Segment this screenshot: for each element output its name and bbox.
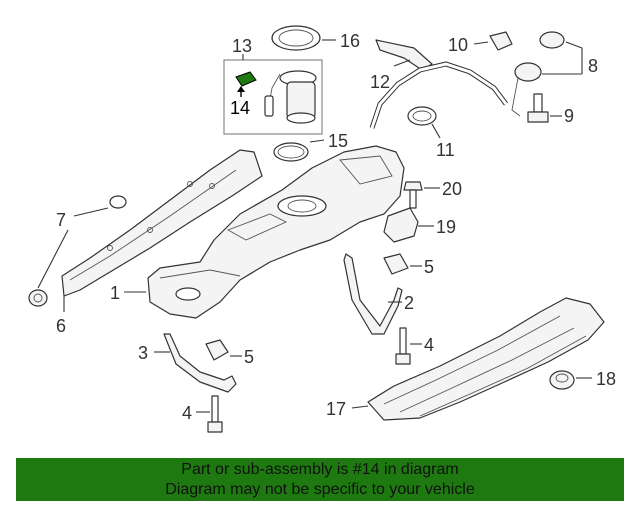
callout-1: 1 bbox=[110, 283, 120, 303]
callout-3: 3 bbox=[138, 343, 148, 363]
callout-5-upper: 5 bbox=[424, 257, 434, 277]
callout-8: 8 bbox=[588, 56, 598, 76]
part-17-skid-plate bbox=[351, 297, 605, 421]
part-20-bolt bbox=[403, 181, 440, 209]
callout-4-lower: 4 bbox=[182, 403, 192, 423]
part-8-filler-housing bbox=[511, 31, 583, 117]
part-10-clip bbox=[473, 31, 513, 51]
callout-11: 11 bbox=[436, 140, 455, 160]
part-19-module bbox=[383, 207, 434, 243]
part-13-fuel-pump-module-box bbox=[223, 54, 323, 135]
banner-line-1: Part or sub-assembly is #14 in diagram bbox=[181, 460, 459, 478]
part-5-nut-upper bbox=[383, 253, 422, 275]
part-7-bracket-frame bbox=[61, 149, 263, 297]
callout-12: 12 bbox=[370, 72, 390, 92]
callout-9: 9 bbox=[564, 106, 574, 126]
part-6-bumper bbox=[28, 229, 69, 312]
part-9-bolt bbox=[527, 93, 562, 123]
callout-15: 15 bbox=[328, 131, 348, 151]
callout-2: 2 bbox=[404, 293, 414, 313]
callout-19: 19 bbox=[436, 217, 456, 237]
info-banner: Part or sub-assembly is #14 in diagram D… bbox=[16, 458, 624, 501]
part-12-filler-pipe bbox=[369, 39, 508, 129]
part-3-strap-lower bbox=[154, 333, 237, 393]
part-5-nut-lower bbox=[205, 339, 242, 361]
banner-line-2: Diagram may not be specific to your vehi… bbox=[165, 480, 475, 498]
callout-20: 20 bbox=[442, 179, 462, 199]
part-14-highlighted[interactable] bbox=[235, 71, 257, 97]
callout-6: 6 bbox=[56, 316, 66, 336]
callout-17: 17 bbox=[326, 399, 346, 419]
part-4-bolt-lower bbox=[196, 395, 223, 433]
callout-14: 14 bbox=[230, 98, 250, 118]
callout-18: 18 bbox=[596, 369, 616, 389]
callout-16: 16 bbox=[340, 31, 360, 51]
callout-5-lower: 5 bbox=[244, 347, 254, 367]
callout-7: 7 bbox=[56, 210, 66, 230]
callout-4-right: 4 bbox=[424, 335, 434, 355]
part-4-bolt-right bbox=[395, 327, 422, 365]
part-11-grommet bbox=[407, 106, 441, 139]
part-2-strap bbox=[343, 253, 403, 335]
parts-diagram: 13 14 16 15 12 10 8 9 11 20 19 5 2 4 7 1… bbox=[28, 25, 616, 433]
callout-10: 10 bbox=[448, 35, 468, 55]
part-18-nut bbox=[549, 370, 592, 390]
part-16-lock-ring bbox=[271, 25, 336, 51]
callout-13: 13 bbox=[232, 36, 252, 56]
part-15-gasket bbox=[273, 139, 325, 162]
part-1-fuel-tank bbox=[124, 145, 405, 319]
